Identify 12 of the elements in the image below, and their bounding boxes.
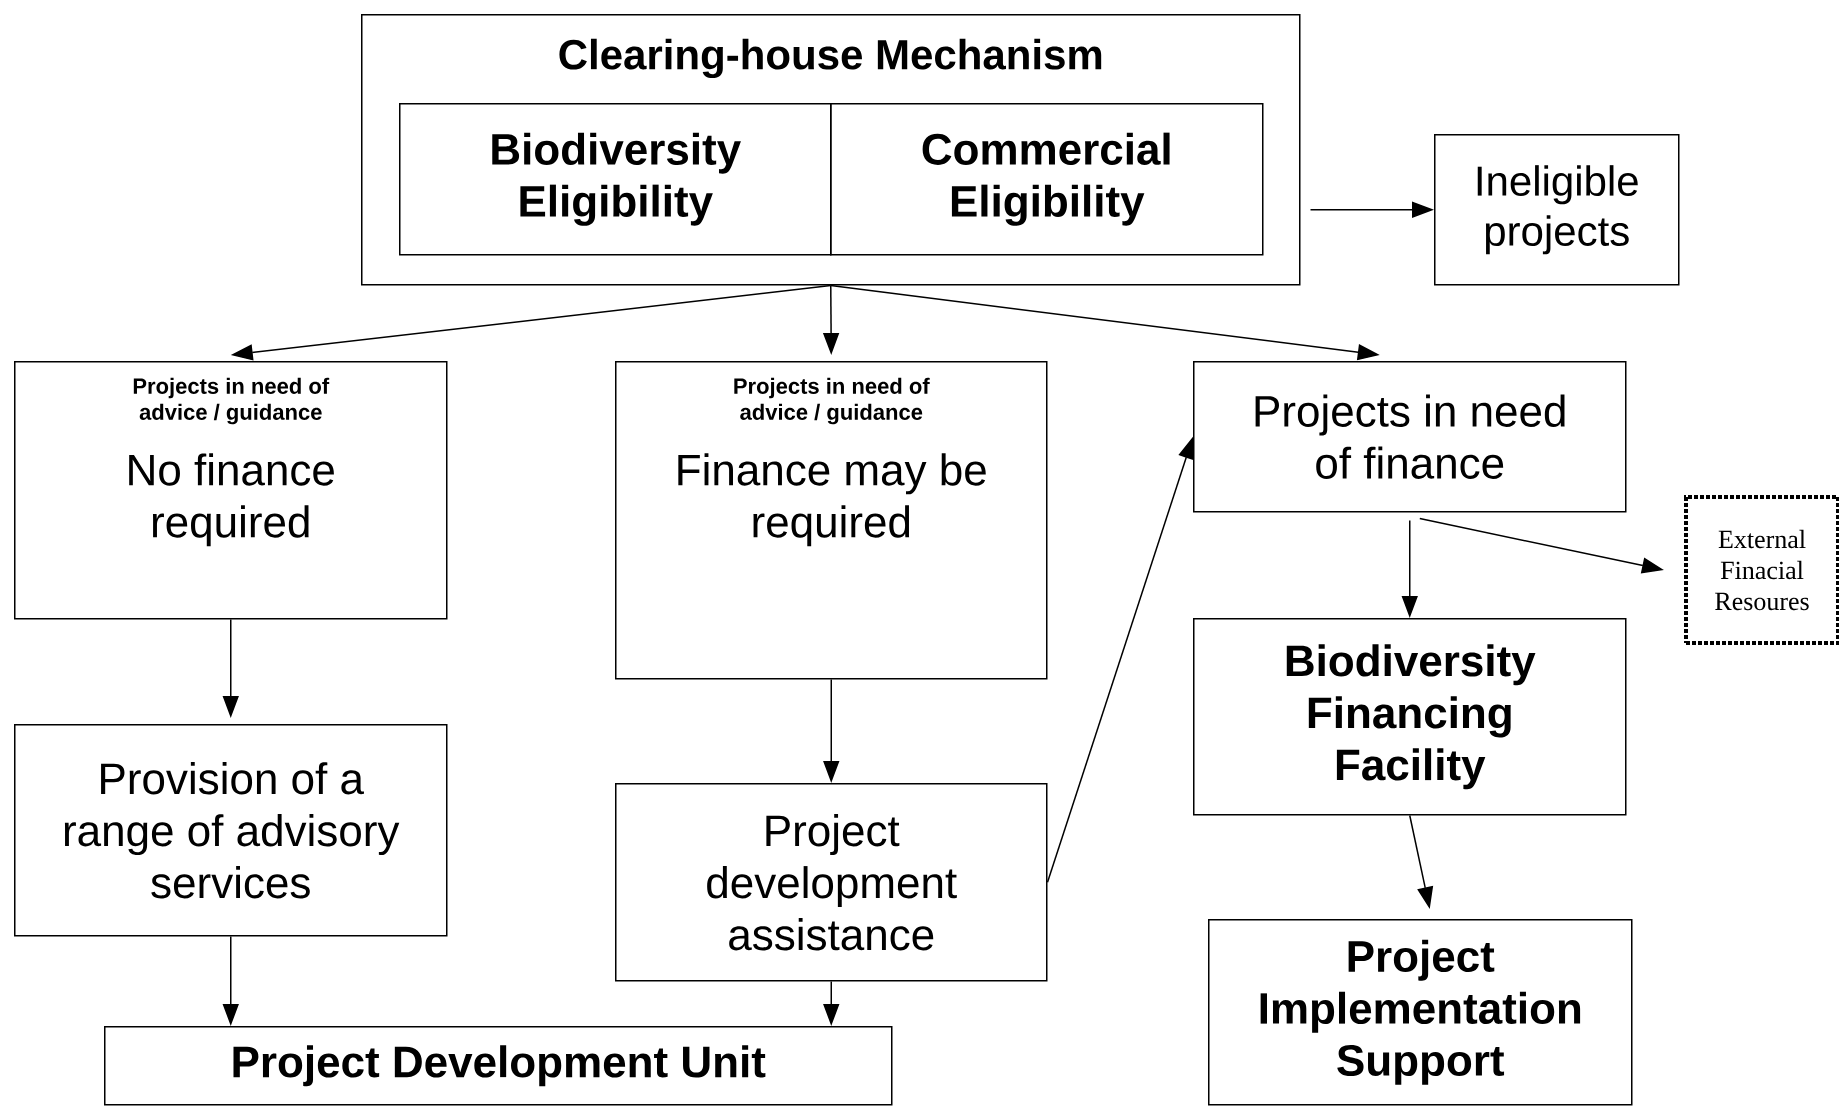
process-box: Provision of a range of advisory services	[14, 724, 448, 937]
process-box: Projects in need of finance	[1193, 361, 1627, 513]
dotted-box: External Finacial Resoures	[1684, 495, 1839, 645]
criteria-box: Biodiversity Eligibility	[399, 103, 832, 256]
process-box: Projects in need of advice / guidance Finance may be required	[615, 361, 1048, 680]
process-box: Project Implementation Support	[1208, 919, 1633, 1106]
process-box: Projects in need of advice / guidance No finance required	[14, 361, 448, 620]
process-box: Project Development Unit	[104, 1026, 893, 1106]
criteria-box: Commercial Eligibility	[830, 103, 1264, 256]
process-box: Project development assistance	[615, 783, 1048, 982]
process-box: Ineligible projects	[1434, 134, 1680, 286]
process-box: Biodiversity Financing Facility	[1193, 618, 1627, 816]
